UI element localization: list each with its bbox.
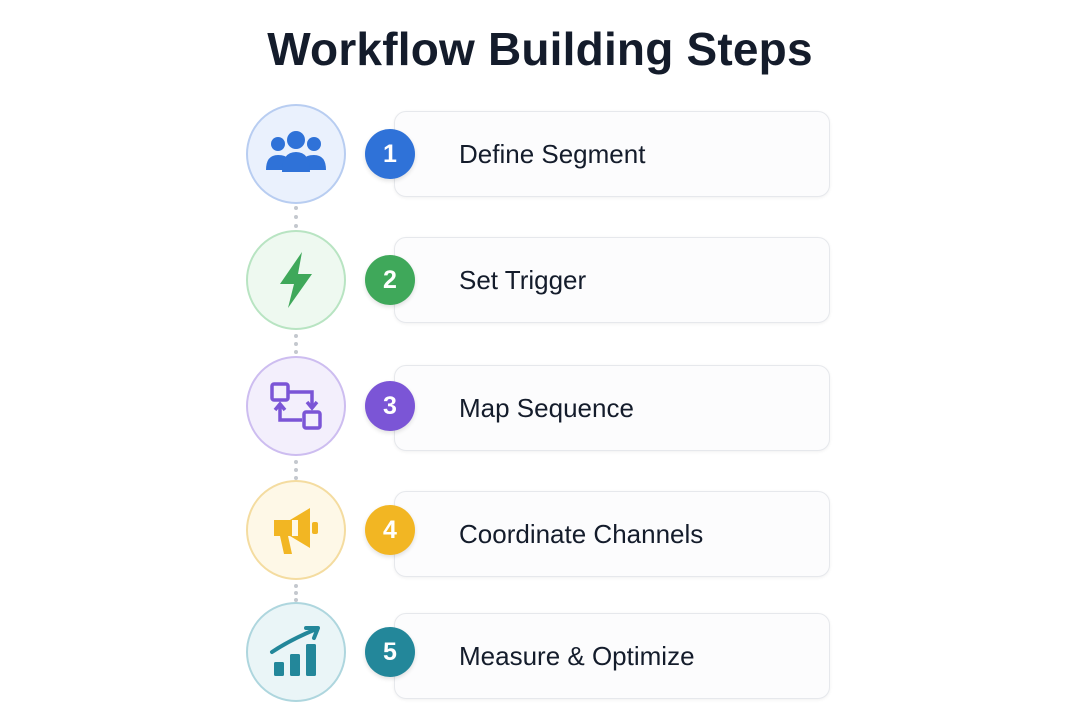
lightning-bolt-icon xyxy=(280,252,312,308)
connector-line xyxy=(294,584,302,602)
megaphone-icon xyxy=(274,508,318,554)
step-number-badge: 2 xyxy=(365,255,415,305)
step-card: Set Trigger xyxy=(394,237,830,323)
step-card: Coordinate Channels xyxy=(394,491,830,577)
step-icon-circle xyxy=(246,480,346,580)
step-label: Set Trigger xyxy=(459,264,587,295)
step-number-badge: 3 xyxy=(365,381,415,431)
step-number-badge: 1 xyxy=(365,129,415,179)
step-3: Map Sequence 3 xyxy=(0,356,1080,456)
step-1: Define Segment 1 xyxy=(0,104,1080,204)
step-label: Coordinate Channels xyxy=(459,518,704,549)
step-number-badge: 5 xyxy=(365,627,415,677)
connector-line xyxy=(294,334,302,354)
page-title: Workflow Building Steps xyxy=(267,23,813,75)
step-icon-circle xyxy=(246,230,346,330)
step-4: Coordinate Channels 4 xyxy=(0,480,1080,580)
growth-chart-icon xyxy=(270,626,320,676)
flow-arrows-icon xyxy=(270,382,322,430)
step-label: Measure & Optimize xyxy=(459,640,695,671)
step-label: Define Segment xyxy=(459,138,646,169)
step-card: Measure & Optimize xyxy=(394,613,830,699)
users-group-icon xyxy=(266,131,326,172)
step-card: Map Sequence xyxy=(394,365,830,451)
step-5: Measure & Optimize 5 xyxy=(0,602,1080,702)
step-icon-circle xyxy=(246,356,346,456)
step-number-badge: 4 xyxy=(365,505,415,555)
step-label: Map Sequence xyxy=(459,392,634,423)
connector-line xyxy=(294,460,302,480)
step-icon-circle xyxy=(246,104,346,204)
step-2: Set Trigger 2 xyxy=(0,230,1080,330)
step-card: Define Segment xyxy=(394,111,830,197)
step-icon-circle xyxy=(246,602,346,702)
connector-line xyxy=(294,206,302,228)
